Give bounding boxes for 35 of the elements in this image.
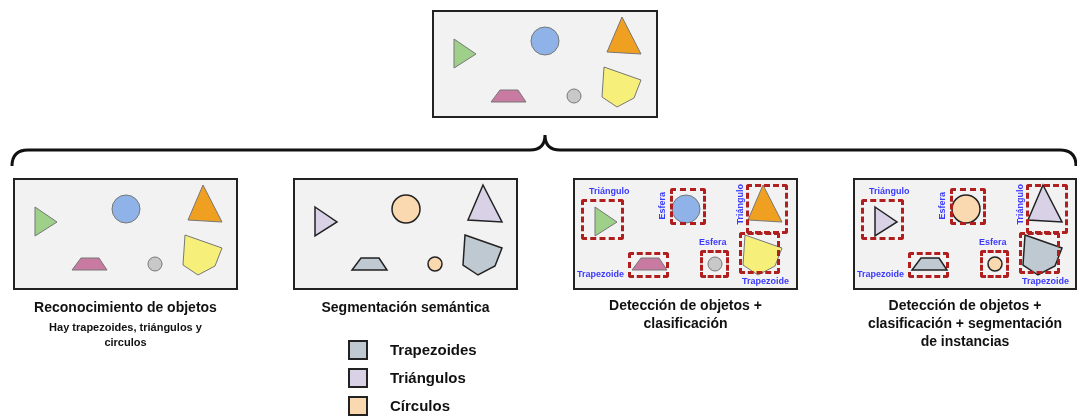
panel-caption: Segmentación semántica — [320, 298, 491, 316]
bounding-box — [1026, 184, 1068, 234]
class-label: Esfera — [937, 192, 947, 220]
bounding-box — [908, 252, 949, 278]
class-label: Trapezoide — [577, 269, 624, 279]
legend-label: Círculos — [390, 397, 450, 414]
bounding-box — [980, 250, 1009, 278]
class-label: Trapezoide — [742, 276, 789, 286]
class-label: Esfera — [979, 237, 1007, 247]
class-label: Triángulo — [589, 186, 630, 196]
bounding-box — [746, 184, 788, 234]
bounding-box — [950, 188, 986, 225]
bounding-box — [628, 252, 669, 278]
legend-label: Trapezoides — [390, 341, 477, 358]
class-label: Esfera — [657, 192, 667, 220]
panel-caption: Detección de objetos + clasificación — [608, 296, 763, 332]
class-label: Esfera — [699, 237, 727, 247]
image-panel — [13, 178, 238, 290]
class-label: Triángulo — [869, 186, 910, 196]
picture-panel — [432, 10, 658, 118]
bounding-box — [670, 188, 706, 225]
image-panel — [853, 178, 1077, 290]
bounding-box — [861, 199, 904, 240]
class-label: Triángulo — [735, 184, 745, 225]
image-panel — [573, 178, 798, 290]
image-panel — [293, 178, 518, 290]
class-label: Trapezoide — [857, 269, 904, 279]
bounding-box — [700, 250, 729, 278]
class-label: Triángulo — [1015, 184, 1025, 225]
legend-label: Triángulos — [390, 369, 466, 386]
panel-caption: Detección de objetos + clasificación + segmentación de instancias — [866, 296, 1064, 350]
caption-note: Hay trapezoides, triángulos y circulos — [48, 320, 203, 350]
bounding-box — [581, 199, 624, 240]
panel-caption: Reconocimiento de objetos — [33, 298, 218, 316]
class-label: Trapezoide — [1022, 276, 1069, 286]
